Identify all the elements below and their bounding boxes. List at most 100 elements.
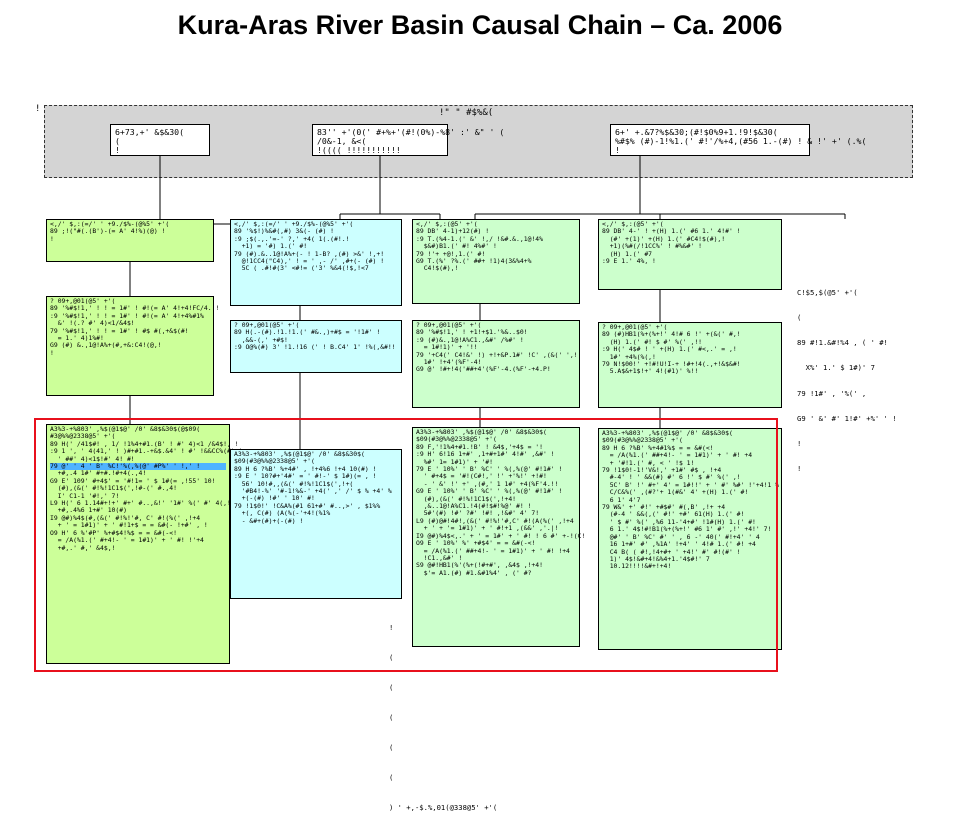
causal-box-line: 79 (#).&..1@!A%+(- ! 1-B? ,(#) >&' !,+!	[234, 249, 385, 258]
causal-box-line: - ' &' !' +' ,(#,' 1 1#' +4(%F'4.!!	[416, 479, 559, 488]
causal-box-line: :9 E 1.' 4%, !	[602, 257, 656, 266]
causal-box-line: 79 !1$0!' !C&A%(#1 61+#' #..,>' , $1%%	[234, 501, 381, 510]
causal-box-line: 5C ( .#!#(3' <#!= ('3' %&4(!$,!<7	[234, 264, 369, 273]
band-label: !" " #$%&(	[439, 108, 494, 118]
causal-box-line: $09(#3@%%@2338@5' +'(	[234, 457, 315, 466]
side-legend-line: G9 ' &' #' 1!#' +%' ' !	[797, 413, 897, 423]
causal-box-line: I' C1-1 '#!,' 7!	[50, 491, 120, 500]
bottom-note-line: (	[389, 713, 394, 722]
causal-box-line: A3%3-+%803' ,%$(@1$@' /0' &8$&30$(@$09(	[50, 425, 201, 433]
causal-box: ? 09+,@01(@5' +'(89 '%#$!1,' ! ! = 1#' !…	[46, 296, 220, 396]
side-legend: C!$5,$(@5' +'( ( 89 #!1.&#!%4 , ( ' #! X…	[797, 272, 897, 482]
bottom-note-line: (	[389, 743, 394, 752]
causal-box-line: :9 O@%(#) 3' !1.!16 (' ! B.C4' 1' !%(,&#…	[234, 343, 396, 352]
causal-box-line: I9 @#)%4$(#,(&(' #!%!'#, C' #!(%(' ,!+4	[50, 513, 201, 522]
causal-box-line: 83'' +'(0(' #+%+'(#!(0%)-%8' :' &" ' (	[317, 127, 505, 137]
causal-box-line: = /A(%1.(' #+4!- ' = 1#1)' + ' #! !'+4	[50, 536, 204, 545]
causal-box-line: A3%3-+%803' ,%$(@1$@' /0' &8$&30$(	[602, 429, 733, 437]
causal-box-line: @!1CC4("C4),' ! = ' ,- /' ,#+(- (#) !	[234, 257, 385, 266]
causal-box-line: 10.12!!!!&#+!+4!	[602, 562, 672, 571]
causal-box-line: 89 DB' 4-' ! +(H) 1.(' #6 1.' 4!#' !	[602, 227, 741, 236]
causal-box-line: $09(#3@%%@2338@5' +'(	[602, 436, 683, 445]
causal-box-line: +(-(#) !#' ' 10' #!	[234, 494, 315, 503]
bottom-note-line: !	[389, 623, 394, 632]
causal-box-line: '#B4!-%' '#-1!%&-' +4(' ,' /' $ % +4' %	[234, 487, 392, 496]
causal-box-line: $&#)B1.(' #! 4%#' !	[416, 242, 497, 251]
causal-box-line: !	[50, 348, 54, 357]
causal-box-line: /0&-1, &<(	[317, 136, 367, 146]
causal-box-line: 1#' !+4'(%F'-4!	[416, 358, 482, 367]
causal-box-line: 89 H 6 ?%B' %+4#' , !+4%6 !+4 10(#) !	[234, 464, 377, 473]
side-legend-line: 79 !1#' , '%(' ,	[797, 388, 867, 398]
causal-box-line: 89 '%#$!1,' ! +1!+$1.'%&..$0!	[416, 328, 528, 337]
causal-box-line: :9 ;$(.,.'=-' ?,' +4( 1(.(#!.!	[234, 234, 350, 243]
causal-box-line: 89 DB' 4-1)+12(#) !	[416, 227, 490, 236]
causal-box-line: 89 F,'!1%4+#1.!B' ! &4$,'+4$ = '!	[416, 442, 543, 451]
causal-box-line: %#' 1= 1#1)' + '#!	[416, 457, 493, 466]
causal-box-line: 79 @' ' 4 ' B' %C!'%(,%(@' #P%' ' !,' !	[50, 462, 226, 471]
causal-box-line: %#$% (#)-1!%1.(' #!'/%+4,(#56 1.-(#) ! &…	[615, 136, 867, 146]
causal-box-line: 89 H(.-(#).!1.!1.(' #&.,)+#$ = '!1#' !	[234, 328, 381, 337]
causal-box-line: + ' = 1#1)' + ' #!1+$ = = &#(- !+#' , !	[50, 521, 208, 530]
causal-box: <,/' $,:(@5' +'(89 DB' 4-' ! +(H) 1.(' #…	[598, 219, 782, 290]
causal-box-line: 6+' +.&7?%$&30;(#!$0%9+1.!9!$&30(	[615, 127, 778, 137]
causal-box: A3%3-+%803' ,%$(@1$@' /0' &8$&30$($09(#3…	[598, 428, 782, 650]
causal-box-line: !(((( !!!!!!!!!!!	[317, 145, 401, 155]
causal-box-line: ? 09+,@01(@5' +'(	[234, 321, 300, 329]
causal-box-line: !	[115, 145, 120, 155]
causal-box-line: :9 T.(%4-1.(' &' !,/ !&#.&.,1@!4%	[416, 234, 543, 243]
causal-box-line: L9 (#)@#!4#!,(&(' #!%!'#,C' #!(A(%(' ,!+…	[416, 516, 574, 525]
causal-box-line: 89 '%#$!1,' ! ! = 1#' ! #!(= A' 4!+4!FC/…	[50, 304, 220, 313]
causal-box-line: 5.A$&+1$!+' 4!(#1)' %!!	[602, 367, 699, 376]
causal-box-line: 79 !1$0!-1!'V&!,' +1#' #$ , !+4	[602, 466, 722, 475]
causal-box-line: :9 (#)&.,1@!A%C1.,&#' /%#' !	[416, 335, 524, 344]
causal-box-line: O9 E ' 10%' %' +#$4' = = &#(-<!	[416, 539, 536, 548]
causal-box-line: 1#' +4%(%(,!	[602, 352, 656, 361]
causal-box-line: (H) 1.(' #! $ #' %(' ,!!	[602, 337, 703, 346]
causal-box-line: (	[115, 136, 120, 146]
causal-box-line: ,&&-(,' +#$!	[234, 335, 288, 344]
bottom-note: ! ( ( ( ( ( ) ' +,-$.%,01(@338@5' +'(	[389, 603, 497, 823]
causal-box-line: +1)(%#(/!1CC%' ! #%&#' !	[602, 242, 703, 251]
causal-box-line: ' ##' 4)<1$!#' 4! #!	[50, 454, 135, 463]
causal-box-line: = 1.' 4)1%#!	[50, 334, 104, 343]
side-legend-line: (	[797, 313, 802, 323]
causal-box: ? 09+,@01(@5' +'(89 H(.-(#).!1.!1.(' #&.…	[230, 320, 402, 373]
band-marker: !	[35, 104, 41, 114]
causal-box-line: #3@%%@2338@5' +'(	[50, 432, 116, 441]
causal-box-line: 79 E ' 10%' ' B' %C' ' %(,%(@' #!1#' !	[416, 465, 563, 474]
causal-box-line: C/C&%(' ,(#?'+ 1(#&' 4' +(H) 1.(' #!	[602, 488, 749, 497]
causal-box-line: 89 (#)HB1(%+(%+!' 4!# 6 !' +(&(' #,!	[602, 330, 741, 339]
causal-box-line: ,&..1@!A%C1.!4(#!$#!%@' #! !	[416, 502, 532, 511]
causal-box-line: :9 H(' 4$# ! ' +(H) 1.(' #<,.' = ,!	[602, 345, 737, 354]
causal-box: <,/' $,:(=/' ' +9./$%-(@%5' +'(89 ;!("#(…	[46, 219, 214, 262]
side-legend-line: !	[797, 439, 802, 449]
causal-box-line: ' $ #' %(' ,%6 11-'4+#' !1#(H) 1.(' #!	[602, 517, 756, 526]
causal-box-line: :9 '%#$!1,' ! ! = 1#' ! #!(= A' 4!+4%#1%	[50, 311, 204, 320]
causal-box-line: +1) = '#) 1.(' #!	[234, 242, 308, 251]
causal-box-line: G9 @' !#+!4('##+4'(%F'-4.(%F'-+4.P!	[416, 365, 551, 374]
causal-box-line: :9 H' 6!16 1+#' ,1+#+1#' 4!#' ,&#' !	[416, 450, 555, 459]
causal-box-line: !	[615, 145, 620, 155]
causal-box: <,/' $,:(=/' ' +9./$%-(@%5' +'(89 '%$!)%…	[230, 219, 402, 306]
causal-box-line: O9 H' 6 %'#P' %+#$4!%$ = = &#(-<!	[50, 528, 177, 537]
causal-box-line: 89 ;!("#(.(B')-(= A' 4!%)(@) !	[50, 227, 166, 236]
causal-box-line: 79 N!$00!' +!#!U!I-+ !#+!4(.,+!&$&#!	[602, 360, 741, 369]
causal-box-line: 89 '%$!)%&#(,#) 3&(- (#) !	[234, 227, 335, 236]
causal-box-line: 6 1' 4'7	[602, 495, 641, 504]
causal-box: A3%3-+%803' ,%$(@1$@' /0' &8$&30$($09(#3…	[412, 427, 585, 647]
causal-box-line: = 1#!1)' + '!!	[416, 343, 478, 352]
bottom-note-line: (	[389, 773, 394, 782]
causal-box: 83'' +'(0(' #+%+'(#!(0%)-%8' :' &" ' (/0…	[312, 124, 505, 156]
causal-box-line: 89 H(' /41$#! , 1/ !1%4+#1.(B' ! #' 4)<1…	[50, 439, 239, 448]
causal-box-line: !	[50, 234, 54, 243]
highlight-frame	[34, 418, 778, 672]
causal-box-line: 6+73,+' &$&30(	[115, 127, 185, 137]
causal-box: 6+73,+' &$&30((!	[110, 124, 210, 156]
causal-box-line: ? 09+,@01(@5' +'(	[50, 297, 116, 305]
causal-box: ? 09+,@01(@5' +'(89 '%#$!1,' ! +1!+$1.'%…	[412, 320, 580, 408]
causal-box-line: (#),(&(' #!%!1C1$(',!#-(' #.,4!	[50, 484, 177, 493]
causal-box-line: S9 @#!HB1(%'(%+(!#+#', ,&4$ ,!+4!	[416, 561, 543, 570]
causal-box-line: <,/' $,:(=/' ' +9./$%-(@%5' +'(	[234, 220, 354, 228]
causal-box-line: $09(#3@%%@2338@5' +'(	[416, 435, 497, 444]
